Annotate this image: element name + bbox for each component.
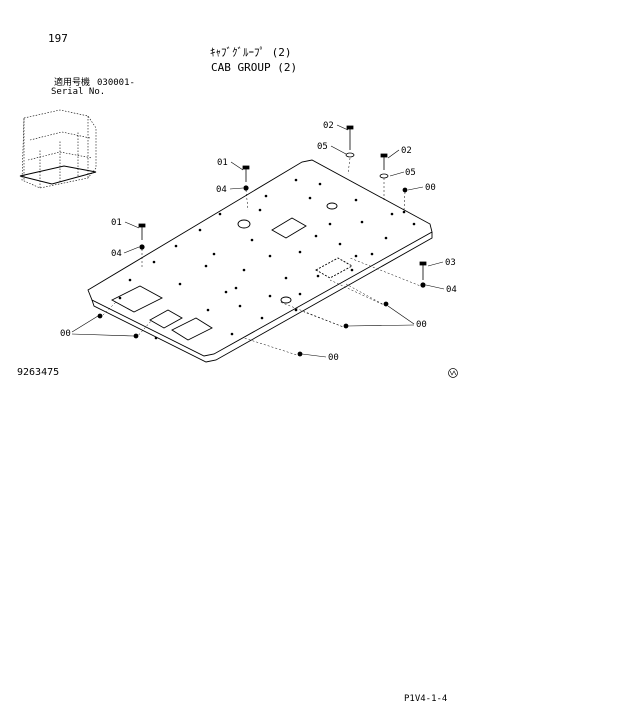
serial-label-japanese: 適用号機: [54, 78, 91, 88]
exploded-lines: [99, 157, 424, 357]
page-title: CAB GROUP (2): [211, 61, 298, 74]
serial-label: Serial No.: [51, 87, 106, 97]
callout-01: 01: [217, 158, 228, 168]
footer-code: P1V4-1-4: [404, 694, 448, 704]
callout-00: 00: [425, 183, 436, 193]
machine-thumbnail-floor: [19, 165, 97, 185]
hardware-parts: [97, 125, 427, 357]
callout-05: 05: [405, 168, 416, 178]
page-title-japanese: ｷｬﾌﾞｸﾞﾙｰﾌﾟ (2): [210, 46, 292, 59]
callout-00: 00: [328, 353, 339, 363]
floor-plate: [87, 159, 433, 363]
callout-04: 04: [446, 285, 457, 295]
callout-04: 04: [216, 185, 227, 195]
callout-03: 03: [445, 258, 456, 268]
callout-02: 02: [401, 146, 412, 156]
callout-00: 00: [416, 320, 427, 330]
machine-thumbnail-icon: [21, 109, 97, 189]
orientation-mark-icon: [448, 368, 458, 378]
drawing-number: 9263475: [17, 367, 60, 378]
callout-02: 02: [323, 121, 334, 131]
page-number: 197: [48, 32, 68, 45]
callout-00: 00: [60, 329, 71, 339]
serial-number-range: 030001-: [97, 78, 135, 88]
leader-lines: [71, 124, 445, 358]
callout-04: 04: [111, 249, 122, 259]
callout-01: 01: [111, 218, 122, 228]
callout-05: 05: [317, 142, 328, 152]
plate-holes: [118, 178, 416, 340]
